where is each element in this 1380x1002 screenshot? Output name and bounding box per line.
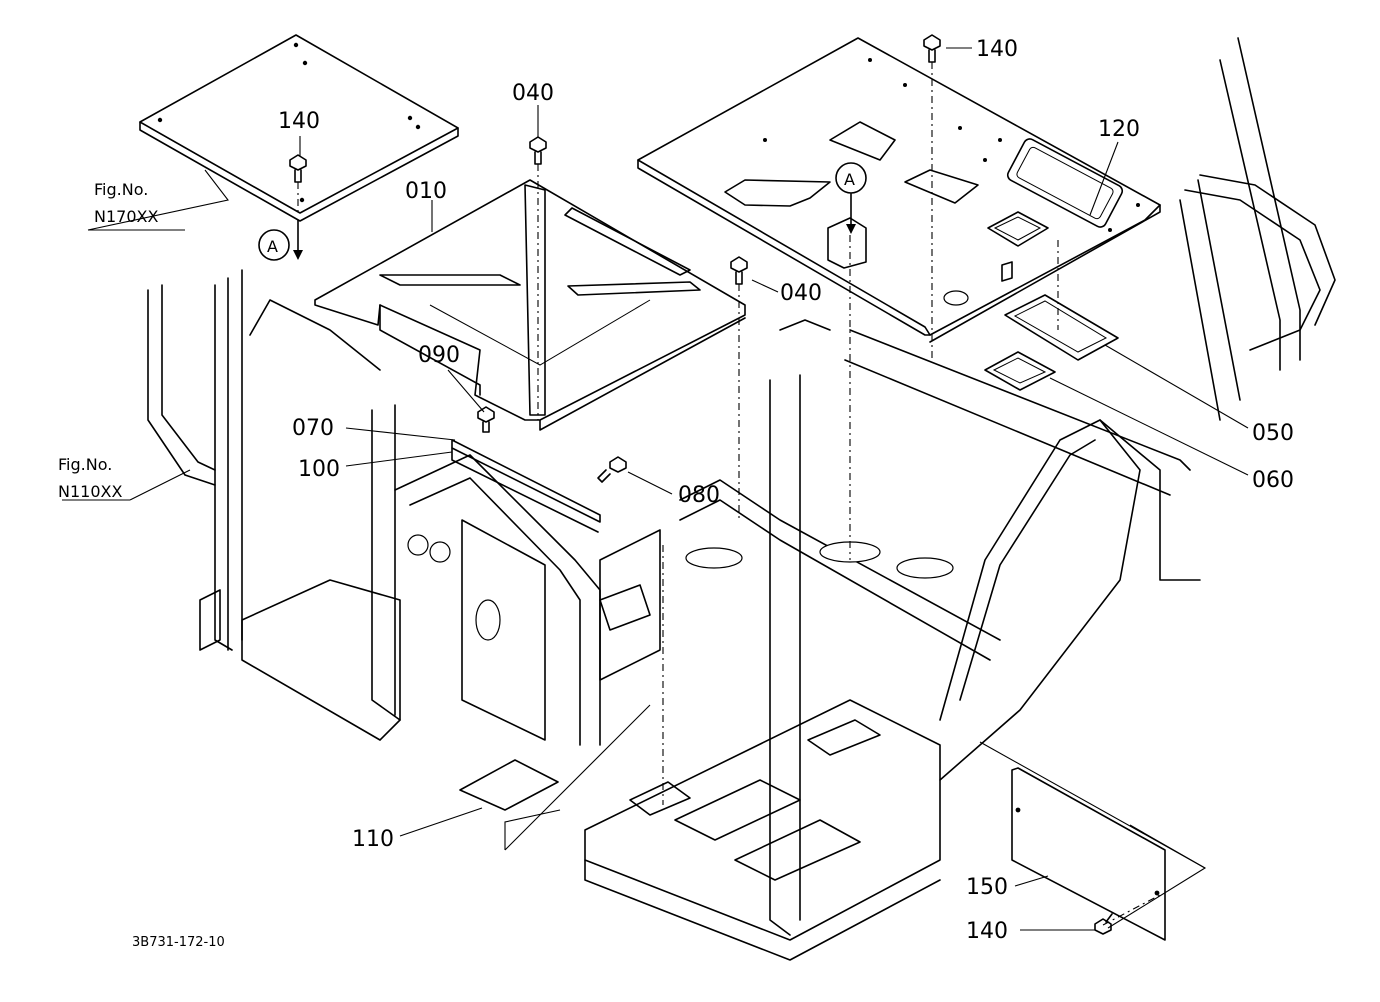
bolt-icon	[730, 256, 748, 285]
svg-text:A: A	[844, 170, 855, 189]
upper-panel-120	[637, 37, 1161, 343]
part-label-140: 140	[966, 919, 1008, 944]
figure-code: 3B731-172-10	[132, 935, 225, 950]
strip-070	[451, 439, 601, 523]
cab-frame	[147, 37, 1336, 961]
part-label-100: 100	[298, 457, 340, 482]
part-label-070: 070	[292, 416, 334, 441]
fig-ref-line1: Fig.No.	[58, 455, 112, 474]
view-marker-a-right: A	[827, 162, 867, 269]
bolt-icon	[1094, 913, 1113, 935]
small-plate-110	[459, 759, 559, 811]
fig-ref-line1: Fig.No.	[94, 180, 148, 199]
part-label-140: 140	[976, 37, 1018, 62]
part-label-050: 050	[1252, 421, 1294, 446]
fig-ref-n110: N110XX	[58, 482, 122, 501]
part-label-040: 040	[780, 281, 822, 306]
bolt-icon	[477, 406, 495, 433]
view-marker-a-left: A	[258, 219, 303, 261]
part-label-040: 040	[512, 81, 554, 106]
fig-ref-n170: N170XX	[94, 207, 158, 226]
bolt-icon	[529, 136, 547, 165]
part-label-120: 120	[1098, 117, 1140, 142]
floor-plate-n170	[139, 34, 459, 222]
strip-100	[451, 447, 599, 533]
part-label-010: 010	[405, 179, 447, 204]
part-label-140: 140	[278, 109, 320, 134]
part-label-150: 150	[966, 875, 1008, 900]
part-label-080: 080	[678, 483, 720, 508]
seal-060	[984, 351, 1056, 391]
bolt-icon	[597, 456, 627, 483]
side-plate-150	[1011, 767, 1166, 941]
part-label-090: 090	[418, 343, 460, 368]
part-label-060: 060	[1252, 468, 1294, 493]
seal-050	[1004, 294, 1119, 361]
cover-010	[314, 179, 746, 431]
bolt-icon	[289, 154, 307, 183]
svg-text:A: A	[267, 237, 278, 256]
bolt-icon	[923, 34, 941, 63]
part-label-110: 110	[352, 827, 394, 852]
